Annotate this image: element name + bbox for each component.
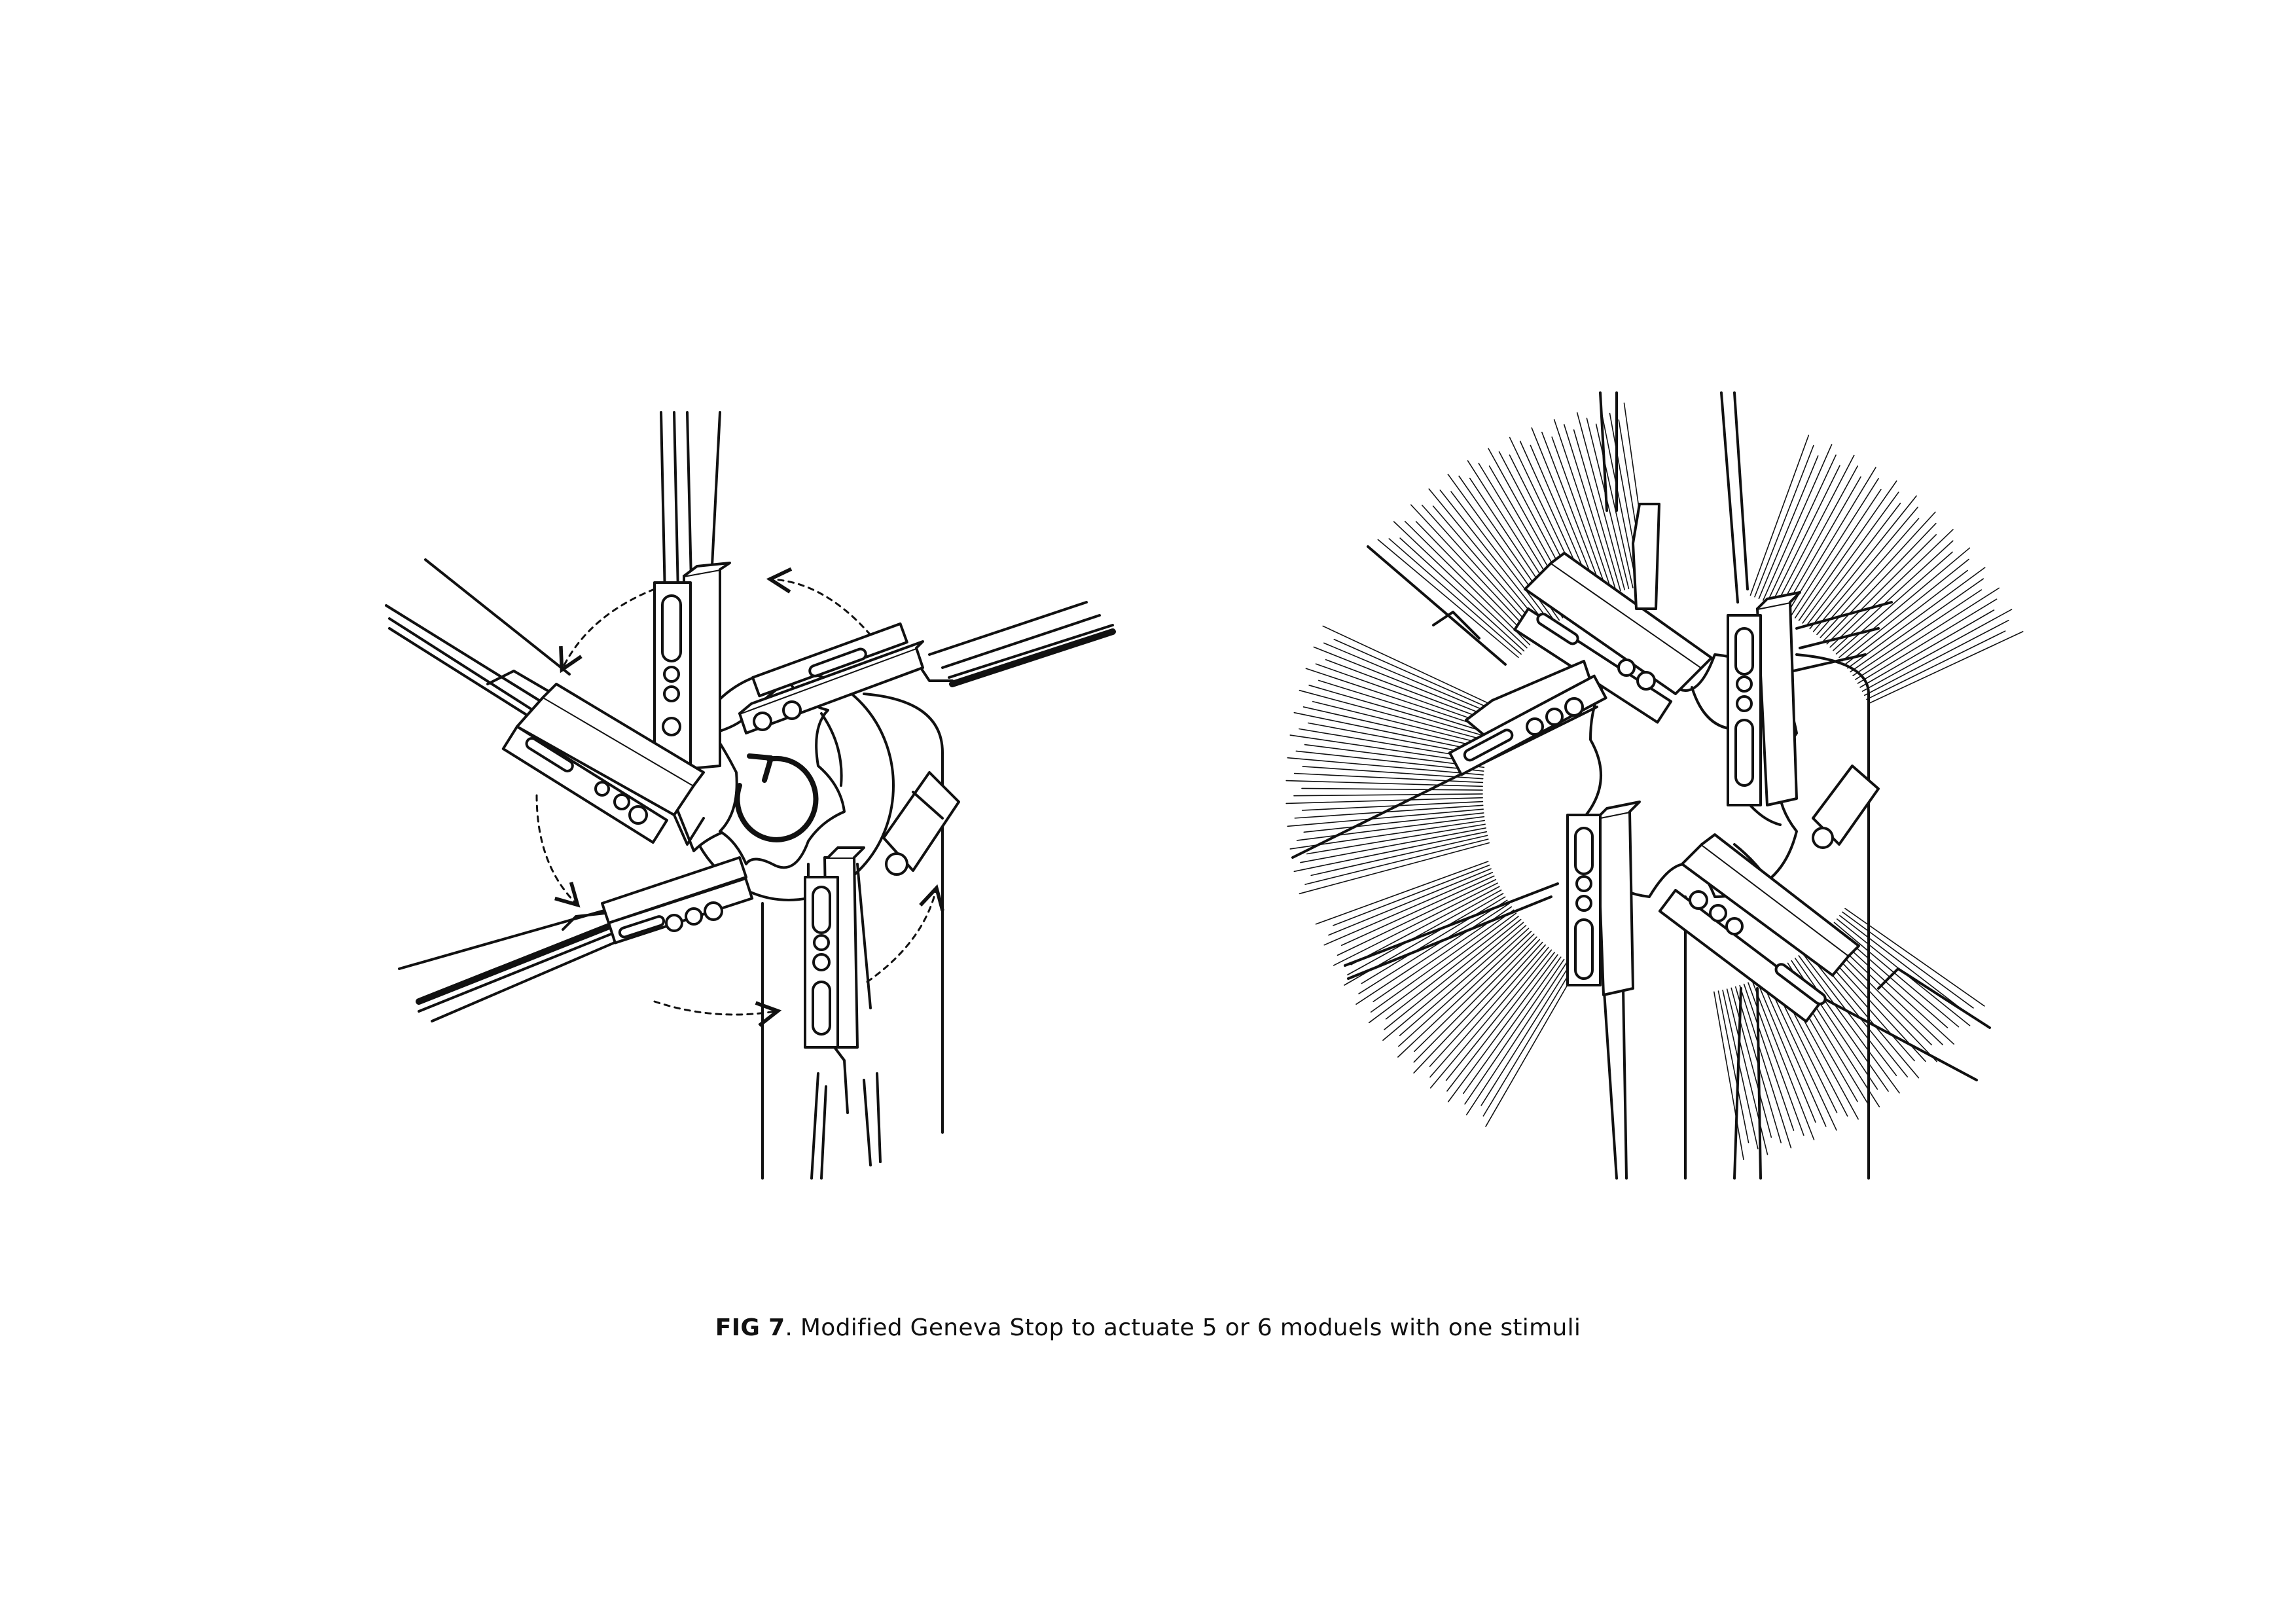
right-geneva-mechanism xyxy=(1285,391,2024,1180)
left-arm-upper-left xyxy=(385,558,705,846)
left-side-tube xyxy=(882,771,960,876)
left-arm-bottom xyxy=(804,846,872,1114)
right-arm-upper-right xyxy=(1720,391,1893,806)
right-arm-left xyxy=(1291,660,1607,859)
left-arm-top xyxy=(653,411,731,774)
right-lower-post xyxy=(1602,653,1870,1180)
figure-caption: FIG 7. Modified Geneva Stop to actuate 5… xyxy=(0,1314,2296,1341)
left-arm-lower-left xyxy=(398,856,754,1022)
right-arm-lower-right xyxy=(1658,833,1991,1081)
left-geneva-mechanism xyxy=(385,411,1116,1180)
right-fan-lines xyxy=(1285,403,2024,1161)
rotation-arrow-icon xyxy=(734,753,819,842)
right-arm-top xyxy=(1599,391,1660,610)
left-dashed-arrows xyxy=(535,567,944,1027)
right-side-tube xyxy=(1812,765,1880,849)
figure-caption-text: . Modified Geneva Stop to actuate 5 or 6… xyxy=(785,1314,1581,1341)
figure-label: FIG 7 xyxy=(715,1314,785,1341)
left-arm-upper-right xyxy=(738,601,1116,734)
right-arm-lower-left xyxy=(1344,801,1641,996)
